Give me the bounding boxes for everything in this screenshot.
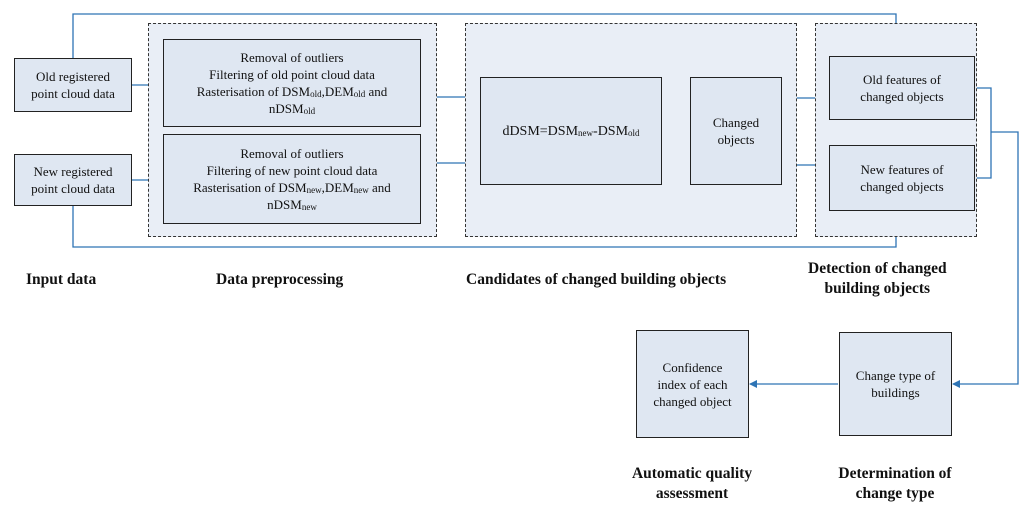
old-features-line1: Old features of: [863, 72, 941, 87]
new-preprocessing-box: Removal of outliers Filtering of new poi…: [163, 134, 421, 224]
old-preprocessing-box: Removal of outliers Filtering of old poi…: [163, 39, 421, 127]
changed-objects-line1: Changed: [712, 115, 760, 130]
old-pre-line2: Filtering of old point cloud data: [209, 67, 375, 82]
new-cloud-line2: point cloud data: [31, 181, 115, 196]
arrow-new-features-merge: [975, 132, 992, 179]
label-input-data: Input data: [26, 271, 97, 288]
ddsm-formula: dDSM=DSMnew-DSMold: [502, 123, 640, 139]
label-change-type-line1: Determination of: [838, 465, 952, 482]
ddsm-formula-box: dDSM=DSMnew-DSMold: [480, 77, 662, 185]
old-features-line2: changed objects: [860, 89, 944, 104]
new-features-line1: New features of: [860, 162, 944, 177]
label-change-type: Determination of change type: [815, 464, 975, 504]
changed-objects-box: Changed objects: [690, 77, 782, 185]
confidence-line3: changed object: [653, 393, 732, 409]
arrow-old-features-merge: [975, 87, 992, 132]
new-pre-line2: Filtering of new point cloud data: [206, 163, 378, 178]
new-pre-line3: Rasterisation of DSMnew,DEMnew and: [193, 180, 391, 195]
old-pre-line4: nDSMold: [268, 101, 316, 116]
label-detection-line2: building objects: [824, 280, 931, 297]
arrow-features-to-change-type: [952, 131, 1019, 388]
label-candidates: Candidates of changed building objects: [466, 271, 727, 288]
confidence-index-box: Confidence index of each changed object: [636, 330, 749, 438]
old-pre-line1: Removal of outliers: [240, 50, 344, 65]
change-type-line1: Change type of: [855, 368, 936, 383]
new-pre-line4: nDSMnew: [267, 197, 317, 212]
confidence-line2: index of each: [657, 376, 728, 392]
label-quality-assessment: Automatic quality assessment: [612, 464, 772, 504]
label-data-preprocessing: Data preprocessing: [216, 271, 344, 288]
old-features-box: Old features of changed objects: [829, 56, 975, 120]
confidence-line1: Confidence: [662, 359, 723, 375]
change-type-box: Change type of buildings: [839, 332, 952, 436]
new-features-line2: changed objects: [860, 179, 944, 194]
new-features-box: New features of changed objects: [829, 145, 975, 211]
old-point-cloud-box: Old registered point cloud data: [14, 58, 132, 112]
new-point-cloud-box: New registered point cloud data: [14, 154, 132, 206]
old-cloud-line1: Old registered: [35, 69, 110, 84]
new-cloud-line1: New registered: [33, 164, 113, 179]
label-change-type-line2: change type: [855, 485, 935, 502]
label-quality-line2: assessment: [655, 485, 729, 502]
old-pre-line3: Rasterisation of DSMold,DEMold and: [196, 84, 388, 99]
change-type-line2: buildings: [871, 385, 920, 400]
changed-objects-line2: objects: [717, 132, 755, 147]
label-quality-line1: Automatic quality: [631, 465, 753, 482]
old-cloud-line2: point cloud data: [31, 86, 115, 101]
label-detection-line1: Detection of changed: [808, 260, 947, 277]
label-detection: Detection of changed building objects: [808, 259, 947, 299]
new-pre-line1: Removal of outliers: [240, 146, 344, 161]
